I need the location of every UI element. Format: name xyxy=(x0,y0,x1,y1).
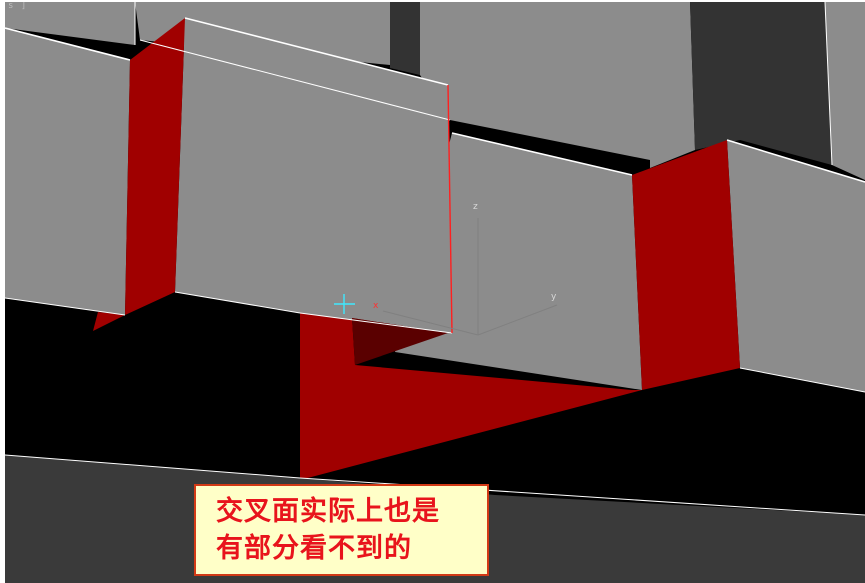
edge-center-top xyxy=(184,17,449,86)
edge-center-bottom xyxy=(174,291,301,314)
center-box-front-face xyxy=(175,18,452,333)
annotation-line-2: 有部分看不到的 xyxy=(216,533,412,564)
axis-label-z: z xyxy=(473,202,478,212)
edge-ground-left xyxy=(5,454,301,479)
intersection-sliver-left xyxy=(93,312,125,331)
edge-right-top xyxy=(451,132,633,176)
annotation-callout: 交叉面实际上也是 有部分看不到的 xyxy=(194,484,489,576)
edge-selected-red xyxy=(447,84,453,334)
edge-left-bottom xyxy=(5,297,126,316)
3d-viewport[interactable]: s ] xyxy=(5,2,865,583)
edge-upper-beam xyxy=(139,39,451,121)
viewport-label[interactable]: s ] xyxy=(8,2,28,11)
far-right-face xyxy=(825,2,865,180)
upper-beam-face-left xyxy=(5,2,135,45)
edge-column-right xyxy=(824,2,833,166)
axis-label-x: x xyxy=(373,301,379,311)
upper-beam-face-right xyxy=(420,2,695,168)
intersection-face-left xyxy=(125,18,185,315)
viewport-scene xyxy=(5,2,865,583)
dark-column xyxy=(690,2,832,165)
axis-label-y: y xyxy=(551,292,557,302)
left-wall-face xyxy=(5,28,130,315)
edge-far-right-top xyxy=(726,139,865,183)
intersection-face-right xyxy=(632,140,740,390)
intersection-face-bottom xyxy=(300,313,642,480)
edge-center-bottom-b xyxy=(299,312,453,334)
annotation-line-1: 交叉面实际上也是 xyxy=(216,496,440,527)
right-box-front-face xyxy=(395,133,642,390)
edge-far-right-bottom xyxy=(739,367,865,393)
far-right-box-face xyxy=(727,140,865,392)
edge-left-top xyxy=(5,27,131,61)
gizmo-x-axis xyxy=(382,310,479,336)
upper-beam-face-center xyxy=(135,2,390,65)
dark-gap-center xyxy=(390,2,420,75)
gizmo-y-axis xyxy=(477,304,558,336)
